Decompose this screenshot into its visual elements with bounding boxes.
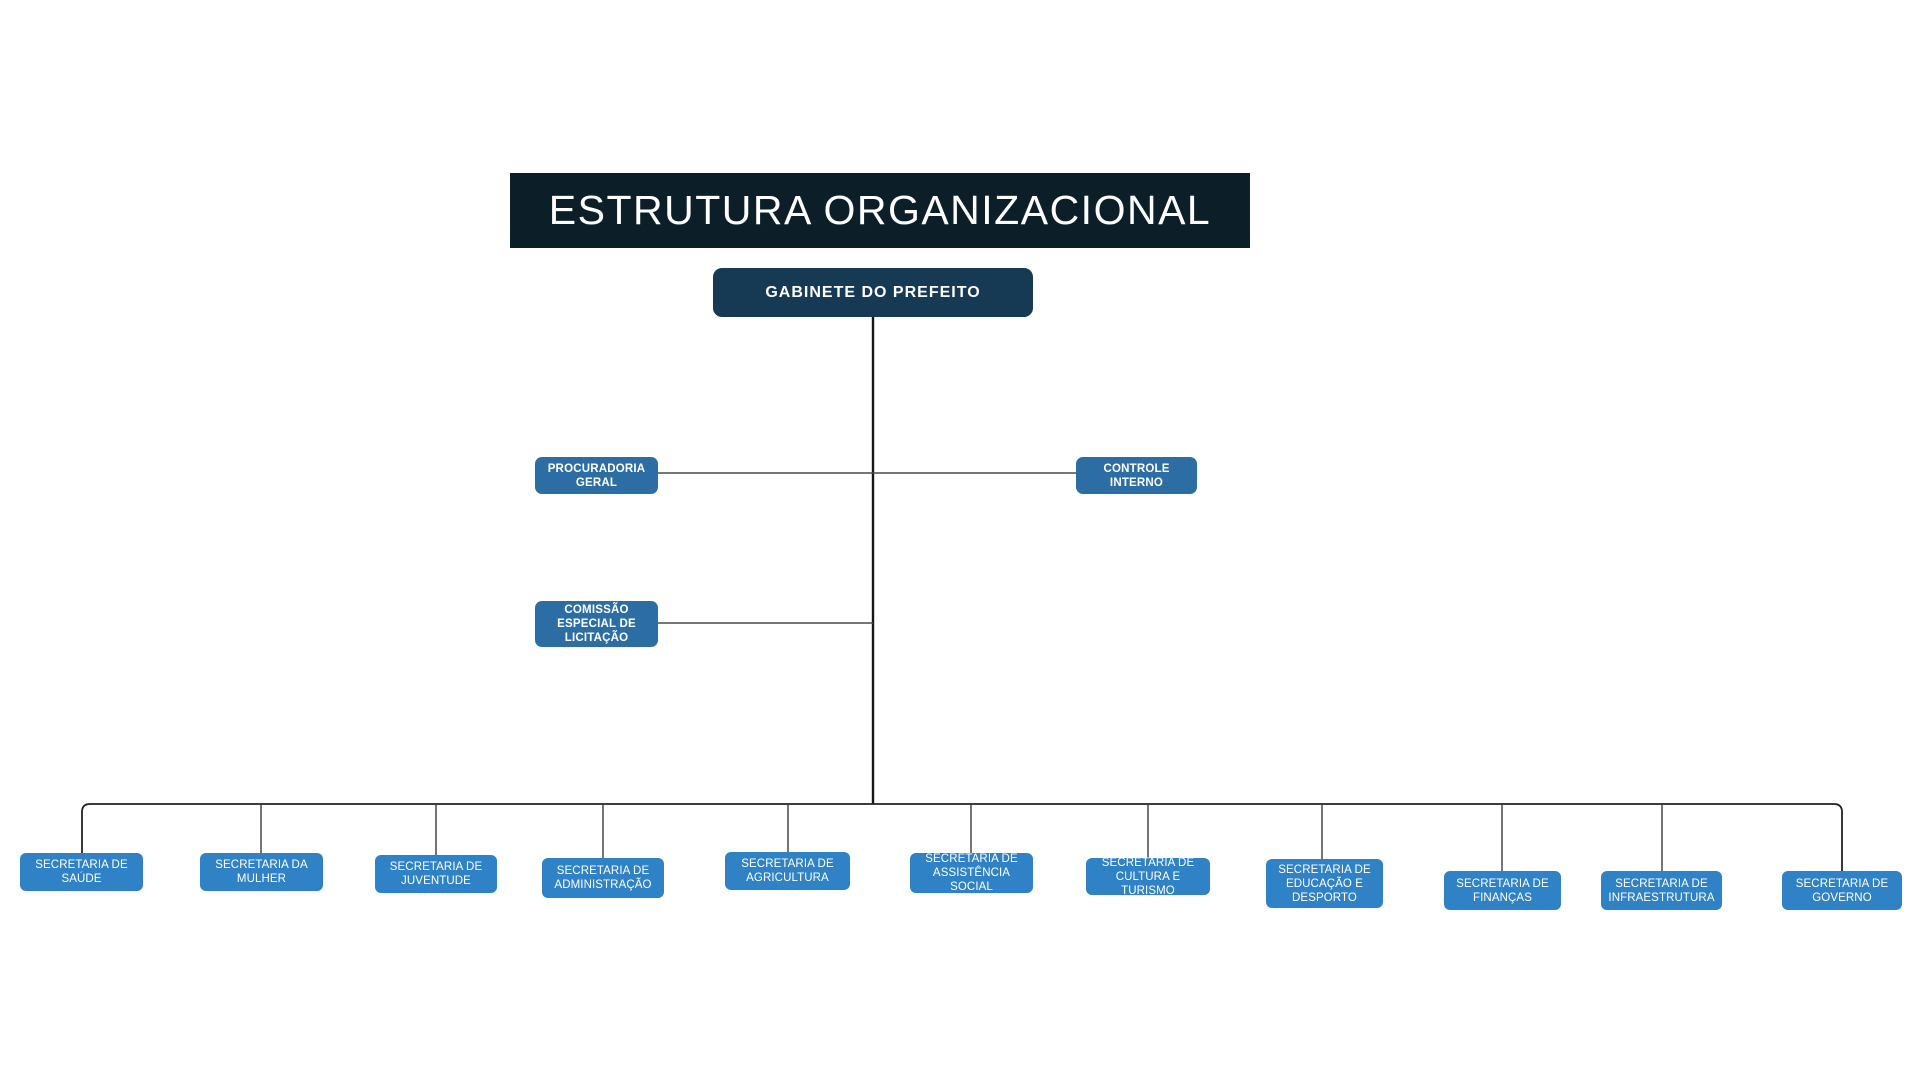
org-node-comissao-especial-de-licitacao: COMISSÃO ESPECIAL DE LICITAÇÃO — [535, 601, 658, 647]
chart-title: ESTRUTURA ORGANIZACIONAL — [548, 187, 1212, 233]
org-node-secretaria: SECRETARIA DE JUVENTUDE — [375, 855, 497, 893]
org-node-secretaria: SECRETARIA DE EDUCAÇÃO E DESPORTO — [1266, 859, 1383, 908]
bottom-rail-line — [81, 803, 1843, 871]
org-node-secretaria: SECRETARIA DE ASSISTÊNCIA SOCIAL — [910, 853, 1033, 893]
org-node-procuradoria-geral: PROCURADORIA GERAL — [535, 457, 658, 494]
org-node-gabinete-do-prefeito: GABINETE DO PREFEITO — [713, 268, 1033, 317]
org-node-secretaria: SECRETARIA DA MULHER — [200, 853, 323, 891]
org-node-secretaria: SECRETARIA DE ADMINISTRAÇÃO — [542, 858, 664, 898]
org-node-controle-interno: CONTROLE INTERNO — [1076, 457, 1197, 494]
org-node-secretaria: SECRETARIA DE CULTURA E TURISMO — [1086, 857, 1210, 897]
org-node-secretaria: SECRETARIA DE FINANÇAS — [1444, 871, 1561, 910]
org-node-secretaria: SECRETARIA DE INFRAESTRUTURA — [1601, 871, 1722, 910]
org-node-secretaria: SECRETARIA DE AGRICULTURA — [725, 852, 850, 890]
chart-title-banner: ESTRUTURA ORGANIZACIONAL — [510, 173, 1250, 248]
org-node-secretaria: SECRETARIA DE SAÚDE — [20, 853, 143, 891]
org-node-secretaria: SECRETARIA DE GOVERNO — [1782, 871, 1902, 910]
